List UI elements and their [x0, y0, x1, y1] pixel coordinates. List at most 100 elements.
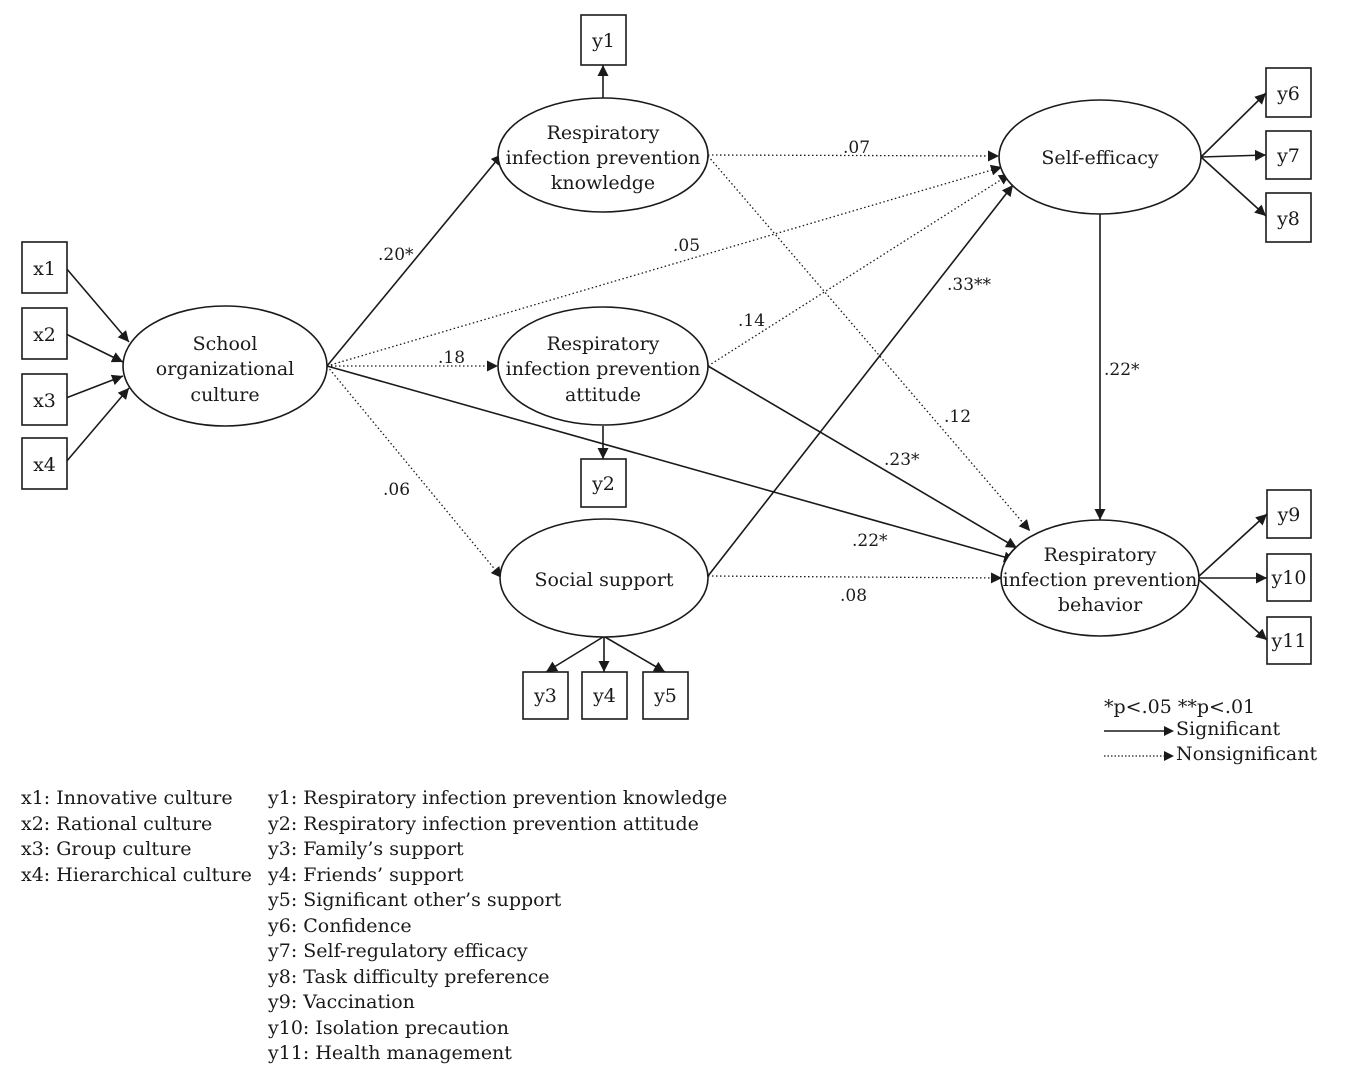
path-knowledge-selfeff [707, 150, 1000, 162]
legend-nonsignificant-label: Nonsignificant [1176, 743, 1318, 765]
attitude-label-3: attitude [565, 384, 641, 406]
coef-social-selfeff: .33** [947, 275, 992, 295]
box-y4: y4 [581, 671, 628, 720]
arrow-behavior-y9 [1196, 513, 1268, 579]
path-school-social [326, 365, 503, 579]
box-y1-label: y1 [591, 30, 615, 52]
legend-y3: y3: Family’s support [268, 838, 464, 860]
legend-x2: x2: Rational culture [21, 812, 213, 835]
school-culture-label-1: School [193, 333, 258, 355]
box-x4-label: x4 [33, 454, 56, 476]
legend-y7: y7: Self-regulatory efficacy [268, 940, 528, 962]
solid-arrow-icon [1104, 726, 1174, 736]
coef-knowledge-selfeff: .07 [843, 138, 870, 158]
box-x2: x2 [21, 307, 68, 360]
dotted-arrow-icon [1104, 751, 1174, 761]
attitude-label-2: infection prevention [506, 358, 701, 380]
box-y8-label: y8 [1276, 208, 1300, 230]
box-y10-label: y10 [1271, 567, 1307, 589]
path-social-behavior [707, 572, 1003, 584]
legend-y2: y2: Respiratory infection prevention att… [268, 812, 699, 835]
coef-attitude-selfeff: .14 [738, 311, 765, 331]
path-school-selfeff [326, 164, 1003, 367]
arrow-x1-school [65, 267, 130, 343]
knowledge-label-2: infection prevention [506, 147, 701, 169]
legend-y8: y8: Task difficulty preference [268, 965, 550, 988]
coef-social-behavior: .08 [840, 586, 867, 606]
coef-school-attitude: .18 [438, 348, 465, 368]
coef-selfeff-behavior: .22* [1104, 360, 1140, 380]
path-school-behavior [326, 365, 1016, 563]
ellipse-knowledge: Respiratory infection prevention knowled… [497, 97, 709, 213]
box-y5-label: y5 [653, 685, 677, 707]
social-support-label: Social support [534, 569, 673, 591]
coef-knowledge-behavior: .12 [944, 407, 971, 427]
box-y11-label: y11 [1271, 630, 1307, 652]
box-y6: y6 [1265, 67, 1312, 118]
box-y4-label: y4 [592, 685, 616, 707]
box-y3-label: y3 [533, 685, 557, 707]
path-school-knowledge [326, 153, 503, 367]
coef-school-behavior: .22* [852, 531, 888, 551]
legend-y6: y6: Confidence [268, 914, 412, 937]
box-y5: y5 [642, 671, 689, 720]
legend-y4: y4: Friends’ support [268, 863, 464, 886]
arrow-selfeff-y6 [1200, 92, 1267, 158]
legend-significant: Significant [1104, 718, 1280, 743]
box-x1-label: x1 [33, 258, 56, 280]
box-x4: x4 [21, 437, 68, 490]
arrow-selfeff-y8 [1200, 156, 1267, 217]
box-y7: y7 [1265, 130, 1312, 180]
legend-x3: x3: Group culture [21, 838, 192, 860]
arrow-social-y5 [604, 636, 666, 673]
attitude-label-1: Respiratory [547, 333, 660, 355]
arrow-behavior-y11 [1196, 577, 1268, 641]
arrow-x4-school [65, 387, 130, 463]
arrow-x3-school [65, 374, 124, 399]
school-culture-label-3: culture [190, 384, 259, 406]
path-attitude-selfeff [707, 173, 1011, 367]
arrow-social-y3 [545, 636, 604, 673]
box-x3: x3 [21, 373, 68, 426]
legend-y5: y5: Significant other’s support [268, 889, 562, 911]
arrow-x2-school [65, 333, 124, 363]
box-y2-label: y2 [591, 473, 615, 495]
ellipse-self-efficacy: Self-efficacy [998, 99, 1202, 215]
knowledge-label-1: Respiratory [547, 122, 660, 144]
box-y7-label: y7 [1276, 145, 1300, 167]
box-y9: y9 [1266, 489, 1312, 539]
arrow-selfeff-y7 [1200, 149, 1267, 161]
behavior-label-3: behavior [1058, 594, 1143, 616]
significance-note: *p<.05 **p<.01 [1104, 696, 1256, 718]
legend-y9: y9: Vaccination [268, 991, 415, 1013]
path-attitude-behavior [707, 365, 1018, 549]
box-y10: y10 [1266, 553, 1312, 602]
coef-attitude-behavior: .23* [884, 450, 920, 470]
knowledge-label-3: knowledge [551, 172, 655, 194]
box-y9-label: y9 [1277, 504, 1301, 526]
legend-y11: y11: Health management [268, 1042, 512, 1064]
box-y6-label: y6 [1276, 83, 1300, 105]
path-knowledge-behavior [707, 155, 1031, 532]
legend-x1: x1: Innovative culture [21, 787, 233, 809]
box-y3: y3 [522, 671, 569, 720]
legend-y1: y1: Respiratory infection prevention kno… [268, 787, 728, 809]
y-variable-legend: y1: Respiratory infection prevention kno… [268, 786, 727, 1067]
box-x2-label: x2 [33, 324, 56, 346]
legend-significant-label: Significant [1176, 718, 1281, 740]
significance-legend: *p<.05 **p<.01 Significant Nonsignifican… [1104, 696, 1317, 768]
legend-x4: x4: Hierarchical culture [21, 863, 252, 886]
ellipse-behavior: Respiratory infection prevention behavio… [1000, 519, 1200, 637]
path-coefficients: .20* .05 .18 .06 .22* .07 .12 .14 .23* .… [378, 138, 1140, 606]
box-x3-label: x3 [33, 390, 56, 412]
ellipse-school-culture: School organizational culture [122, 305, 328, 427]
box-y8: y8 [1265, 192, 1312, 243]
latent-variables: School organizational culture Respirator… [122, 97, 1202, 638]
coef-school-selfeff: .05 [673, 236, 700, 256]
box-y1: y1 [580, 14, 627, 66]
box-x1: x1 [21, 241, 68, 294]
box-y2: y2 [580, 458, 627, 508]
x-variable-legend: x1: Innovative culture x2: Rational cult… [21, 786, 252, 888]
structural-paths [326, 150, 1106, 584]
ellipse-attitude: Respiratory infection prevention attitud… [497, 306, 709, 426]
